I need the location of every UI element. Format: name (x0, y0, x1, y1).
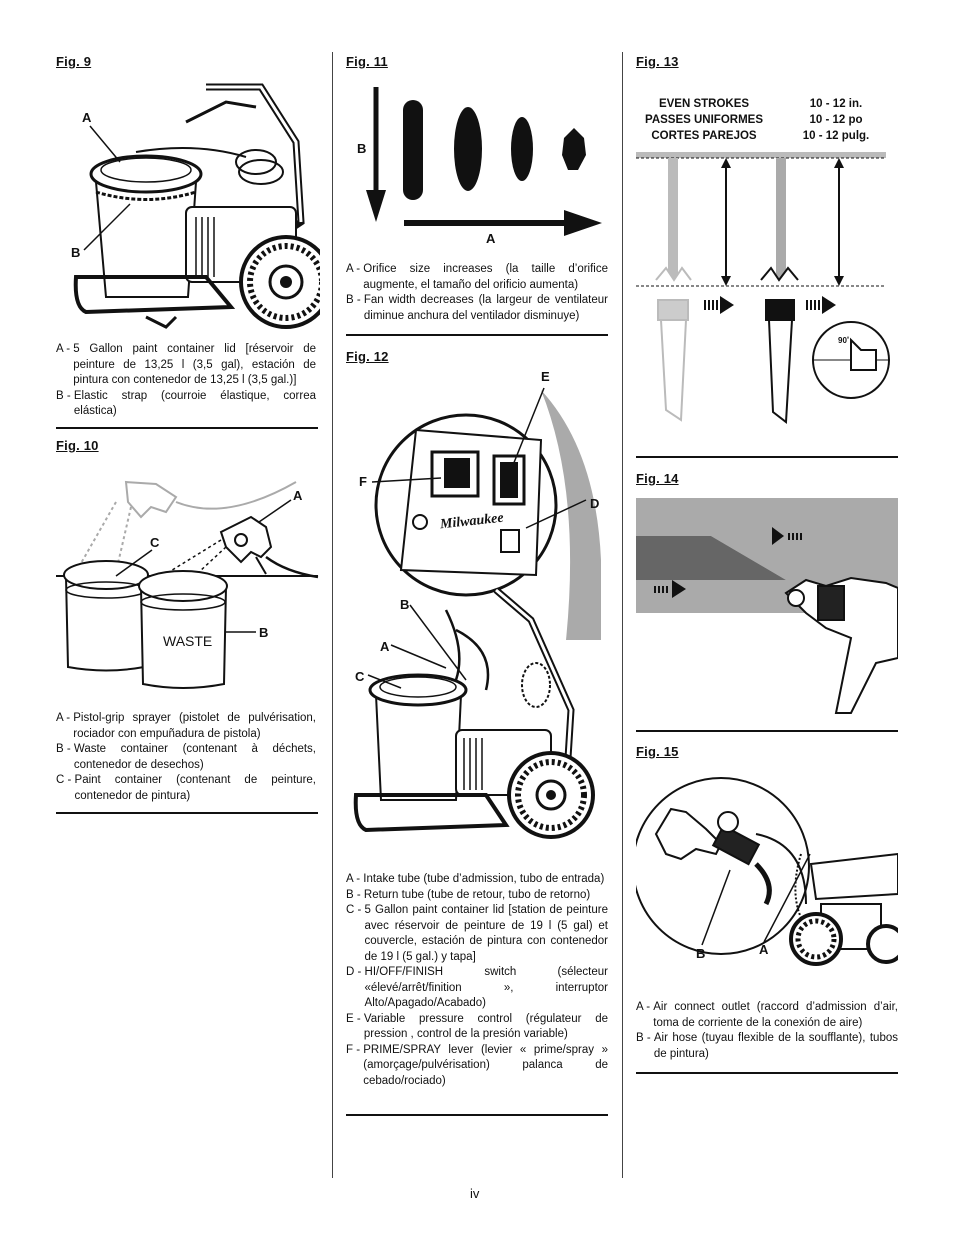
fig10-legend-item: A - Pistol-grip sprayer (pistolet de pul… (56, 712, 316, 740)
fig13-distance-line: 10 - 12 pulg. (802, 130, 870, 142)
fig13-strokes-line: EVEN STROKES (658, 98, 750, 110)
fig12-legend: A - Intake tube (tube d’admission, tubo … (346, 872, 608, 1089)
fig12-label-c: C (355, 669, 365, 684)
fig10-title: Fig. 10 (56, 438, 99, 453)
fig9-legend-item: B - Elastic strap (courroie élastique, c… (56, 389, 316, 418)
fig15-legend: A - Air connect outlet (raccord d’admiss… (636, 1000, 898, 1062)
fig12-label-f: F (359, 474, 367, 489)
fig12-legend-item: D - HI/OFF/FINISH switch (sélecteur «éle… (346, 966, 608, 1009)
fig12-label-b: B (400, 597, 410, 612)
fig13-even-strokes-caption: EVEN STROKES PASSES UNIFORMES CORTES PAR… (636, 96, 772, 144)
fig10-label-c: C (150, 535, 160, 550)
fig14-title: Fig. 14 (636, 471, 679, 486)
fig12-legend-item: A - Intake tube (tube d’admission, tubo … (346, 873, 605, 885)
fig15-legend-item: B - Air hose (tuyau flexible de la souff… (636, 1032, 898, 1060)
fig9-legend-item: A - 5 Gallon paint container lid [réserv… (56, 343, 316, 386)
fig9-label-a: A (82, 110, 92, 125)
fig11-fan-pattern-illustration (366, 87, 602, 236)
column-divider-left (332, 52, 333, 1178)
fig13-divider (636, 456, 898, 458)
fig13-angle-label: 90˚ (838, 336, 850, 345)
fig10-legend-item: C - Paint container (contenant de peintu… (56, 774, 316, 802)
fig10-divider (56, 812, 318, 814)
fig12-divider (346, 1114, 608, 1116)
fig13-distance-line: 10 - 12 po (809, 114, 863, 126)
fig10-leader-a (258, 499, 292, 523)
fig12-leader-lines (367, 387, 587, 689)
fig12-label-d: D (590, 496, 600, 511)
fig9-label-b: B (71, 245, 81, 260)
fig14-divider (636, 730, 898, 732)
fig13-title: Fig. 13 (636, 54, 679, 69)
fig10-leader-b (226, 631, 256, 633)
fig11-legend: A - Orifice size increases (la taille d’… (346, 262, 608, 324)
fig14-overlap-illustration (636, 498, 898, 718)
fig12-label-a: A (380, 639, 390, 654)
fig13-distance-caption: 10 - 12 in. 10 - 12 po 10 - 12 pulg. (786, 96, 886, 144)
fig10-legend: A - Pistol-grip sprayer (pistolet de pul… (56, 711, 316, 804)
fig12-title: Fig. 12 (346, 349, 389, 364)
fig12-legend-item: F - PRIME/SPRAY lever (levier « prime/sp… (346, 1043, 608, 1087)
fig13-strokes-line: CORTES PAREJOS (651, 130, 757, 142)
fig15-title: Fig. 15 (636, 744, 679, 759)
fig15-air-hose-illustration (636, 777, 898, 966)
fig9-legend: A - 5 Gallon paint container lid [réserv… (56, 342, 316, 420)
fig11-label-b: B (357, 141, 367, 156)
fig11-legend-item: A - Orifice size increases (la taille d’… (346, 263, 608, 291)
fig9-leader-a (89, 125, 121, 163)
column-divider-right (622, 52, 623, 1178)
fig15-divider (636, 1072, 898, 1074)
fig11-legend-item: B - Fan width decreases (la largeur de v… (346, 294, 608, 322)
fig10-legend-item: B - Waste container (contenant à déchets… (56, 743, 316, 771)
fig12-legend-item: B - Return tube (tube de retour, tubo de… (346, 888, 591, 901)
fig15-legend-item: A - Air connect outlet (raccord d’admiss… (636, 1001, 898, 1029)
fig10-waste-label: WASTE (163, 633, 213, 649)
fig11-divider (346, 334, 608, 336)
fig12-controls-illustration (353, 390, 601, 839)
fig13-distance-line: 10 - 12 in. (809, 98, 863, 110)
fig9-sprayer-cart-illustration (73, 83, 320, 329)
fig10-leader-c (115, 549, 153, 577)
fig15-label-b: B (696, 946, 706, 961)
fig13-stroke-distance-illustration (636, 152, 890, 424)
fig11-label-a: A (486, 231, 496, 246)
fig15-label-a: A (759, 942, 769, 957)
page-number: iv (470, 1186, 480, 1201)
fig15-leader-lines (701, 853, 811, 946)
fig12-legend-item: C - 5 Gallon paint container lid [statio… (346, 904, 608, 963)
fig10-label-b: B (259, 625, 269, 640)
fig12-legend-item: E - Variable pressure control (régulateu… (346, 1012, 608, 1041)
fig10-label-a: A (293, 488, 303, 503)
fig9-divider (56, 427, 318, 429)
fig9-title: Fig. 9 (56, 54, 92, 69)
fig9-leader-b (83, 203, 131, 251)
fig13-strokes-line: PASSES UNIFORMES (645, 114, 763, 126)
fig12-label-e: E (541, 369, 550, 384)
fig11-title: Fig. 11 (346, 54, 388, 69)
